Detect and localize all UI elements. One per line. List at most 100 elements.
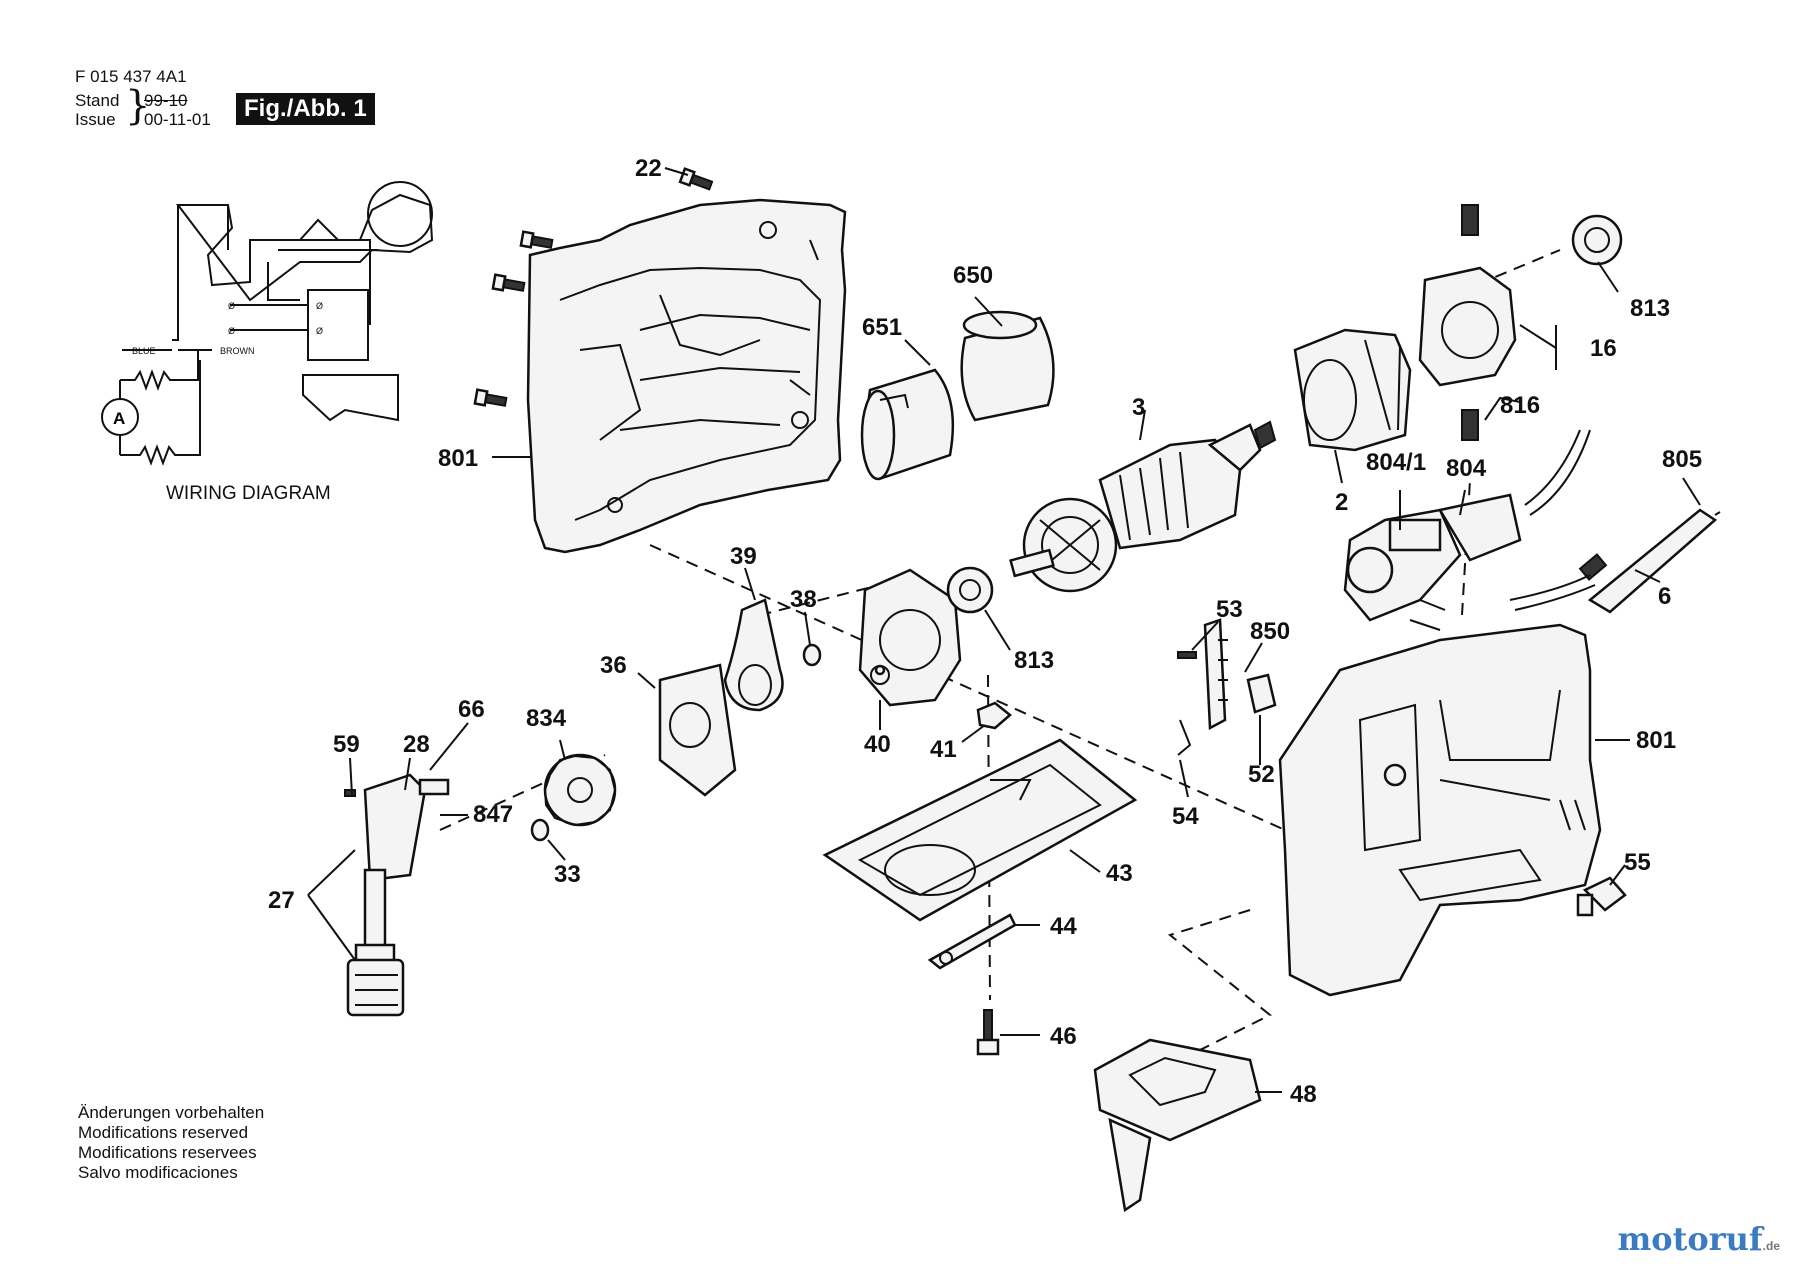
brace-icon: }: [125, 83, 151, 129]
gear-housing-40: [858, 568, 962, 707]
figure-badge: Fig./Abb. 1: [236, 93, 375, 125]
brush-holder-16: [1418, 204, 1517, 441]
power-cable-805: [1509, 429, 1721, 614]
part-label-2: 2: [1335, 489, 1348, 516]
part-label-651: 651: [862, 314, 902, 341]
note-fr: Modifications reservees: [78, 1143, 257, 1162]
sleeve-650: [960, 310, 1055, 422]
part-label-52: 52: [1248, 761, 1275, 788]
part-label-28: 28: [403, 731, 430, 758]
part-label-38: 38: [790, 586, 817, 613]
part-label-847: 847: [473, 801, 513, 828]
part-label-33: 33: [554, 861, 581, 888]
plate-39: [723, 598, 784, 712]
housing-right-801: [1278, 623, 1602, 997]
watermark-tld: .de: [1762, 1239, 1780, 1253]
terminal-2-icon: Ø: [228, 326, 235, 336]
switch-knob: [367, 181, 433, 247]
wire-brown-run: [178, 349, 212, 360]
leader-lines: [307, 167, 1701, 1093]
part-label-54: 54: [1172, 803, 1199, 830]
wire-blue-label: BLUE: [132, 346, 156, 356]
part-label-46: 46: [1050, 1023, 1077, 1050]
note-de: Änderungen vorbehalten: [78, 1103, 265, 1122]
ball-bearing-813-mid: [946, 566, 994, 614]
washer-38: [802, 643, 822, 667]
terminal-block: [307, 289, 369, 361]
terminal-4-icon: Ø: [316, 326, 323, 336]
screw-46: [976, 1009, 1000, 1056]
part-label-3: 3: [1132, 394, 1145, 421]
field-coil-upper-icon: [120, 360, 199, 391]
note-es: Salvo modificaciones: [78, 1163, 238, 1182]
issue-label: Issue: [75, 110, 116, 129]
armature-3: [1009, 420, 1277, 593]
part-label-16: 16: [1590, 335, 1617, 362]
part-label-55: 55: [1624, 849, 1651, 876]
motor-symbol-label: A: [113, 409, 125, 428]
field-stator-2: [1293, 328, 1412, 452]
switch-outline: [175, 193, 434, 302]
footer-notes: Änderungen vorbehalten Modifications res…: [78, 1103, 264, 1183]
part-label-41: 41: [930, 736, 957, 763]
guide-36: [658, 663, 737, 797]
switch-804: [1343, 493, 1522, 631]
part-label-813-top: 813: [1630, 295, 1670, 322]
part-label-66: 66: [458, 696, 485, 723]
housing-left-801: [526, 198, 847, 554]
part-label-801-left: 801: [438, 445, 478, 472]
nut-41: [976, 701, 1012, 730]
part-label-813-mid: 813: [1014, 647, 1054, 674]
wire-internal: [262, 239, 378, 325]
plunger-assembly-27: [344, 773, 450, 1017]
part-label-834: 834: [526, 705, 567, 732]
part-label-804: 804: [1446, 455, 1487, 482]
part-label-801-right: 801: [1636, 727, 1676, 754]
part-label-6: 6: [1658, 583, 1671, 610]
bearing-cover-651: [860, 368, 955, 481]
part-label-804-1: 804/1: [1366, 449, 1426, 476]
part-label-850: 850: [1250, 618, 1290, 645]
part-label-27: 27: [268, 887, 295, 914]
part-label-43: 43: [1106, 860, 1133, 887]
part-label-805: 805: [1662, 446, 1702, 473]
knob-55: [1576, 876, 1627, 917]
ball-bearing-813-top: [1571, 214, 1623, 266]
wire-left: [172, 205, 179, 341]
stand-date: 99-10: [144, 91, 188, 110]
note-en: Modifications reserved: [78, 1123, 249, 1142]
wiring-diagram-title: WIRING DIAGRAM: [166, 483, 331, 504]
part-label-59: 59: [333, 731, 360, 758]
screws-22: [473, 167, 714, 407]
part-label-44: 44: [1050, 913, 1077, 940]
terminal-1-icon: Ø: [228, 301, 235, 311]
base-plate-43: [822, 738, 1138, 922]
part-label-39: 39: [730, 543, 757, 570]
wiring-diagram: Ø Ø Ø Ø BLUE BROWN A WIRING DIAGRAM: [101, 181, 434, 504]
part-label-650: 650: [953, 262, 993, 289]
pendulum-parts: [1177, 618, 1277, 756]
part-label-36: 36: [600, 652, 627, 679]
wire-terminals: [230, 304, 308, 331]
part-label-48: 48: [1290, 1081, 1317, 1108]
field-coil-lower-icon: [120, 360, 201, 466]
part-label-53: 53: [1216, 596, 1243, 623]
capacitor-outline: [302, 374, 399, 422]
terminal-3-icon: Ø: [316, 301, 323, 311]
motor-symbol-icon: [101, 398, 139, 436]
wire-brown-label: BROWN: [220, 346, 255, 356]
watermark-brand: motoruf: [1617, 1220, 1763, 1258]
pin-33: [530, 818, 550, 842]
gear-834: [543, 753, 617, 827]
stand-label: Stand: [75, 91, 120, 110]
blade-clamp-44: [927, 913, 1017, 970]
part-label-816: 816: [1500, 392, 1540, 419]
watermark-logo: motoruf.de: [1617, 1220, 1780, 1258]
part-label-22: 22: [635, 155, 662, 182]
part-label-40: 40: [864, 731, 891, 758]
dust-adapter-48: [1093, 1038, 1262, 1213]
part-labels: 22 650 651 3 813 16 816 801 2 804/1 804 …: [268, 155, 1702, 1108]
document-number: F 015 437 4A1: [75, 67, 187, 86]
